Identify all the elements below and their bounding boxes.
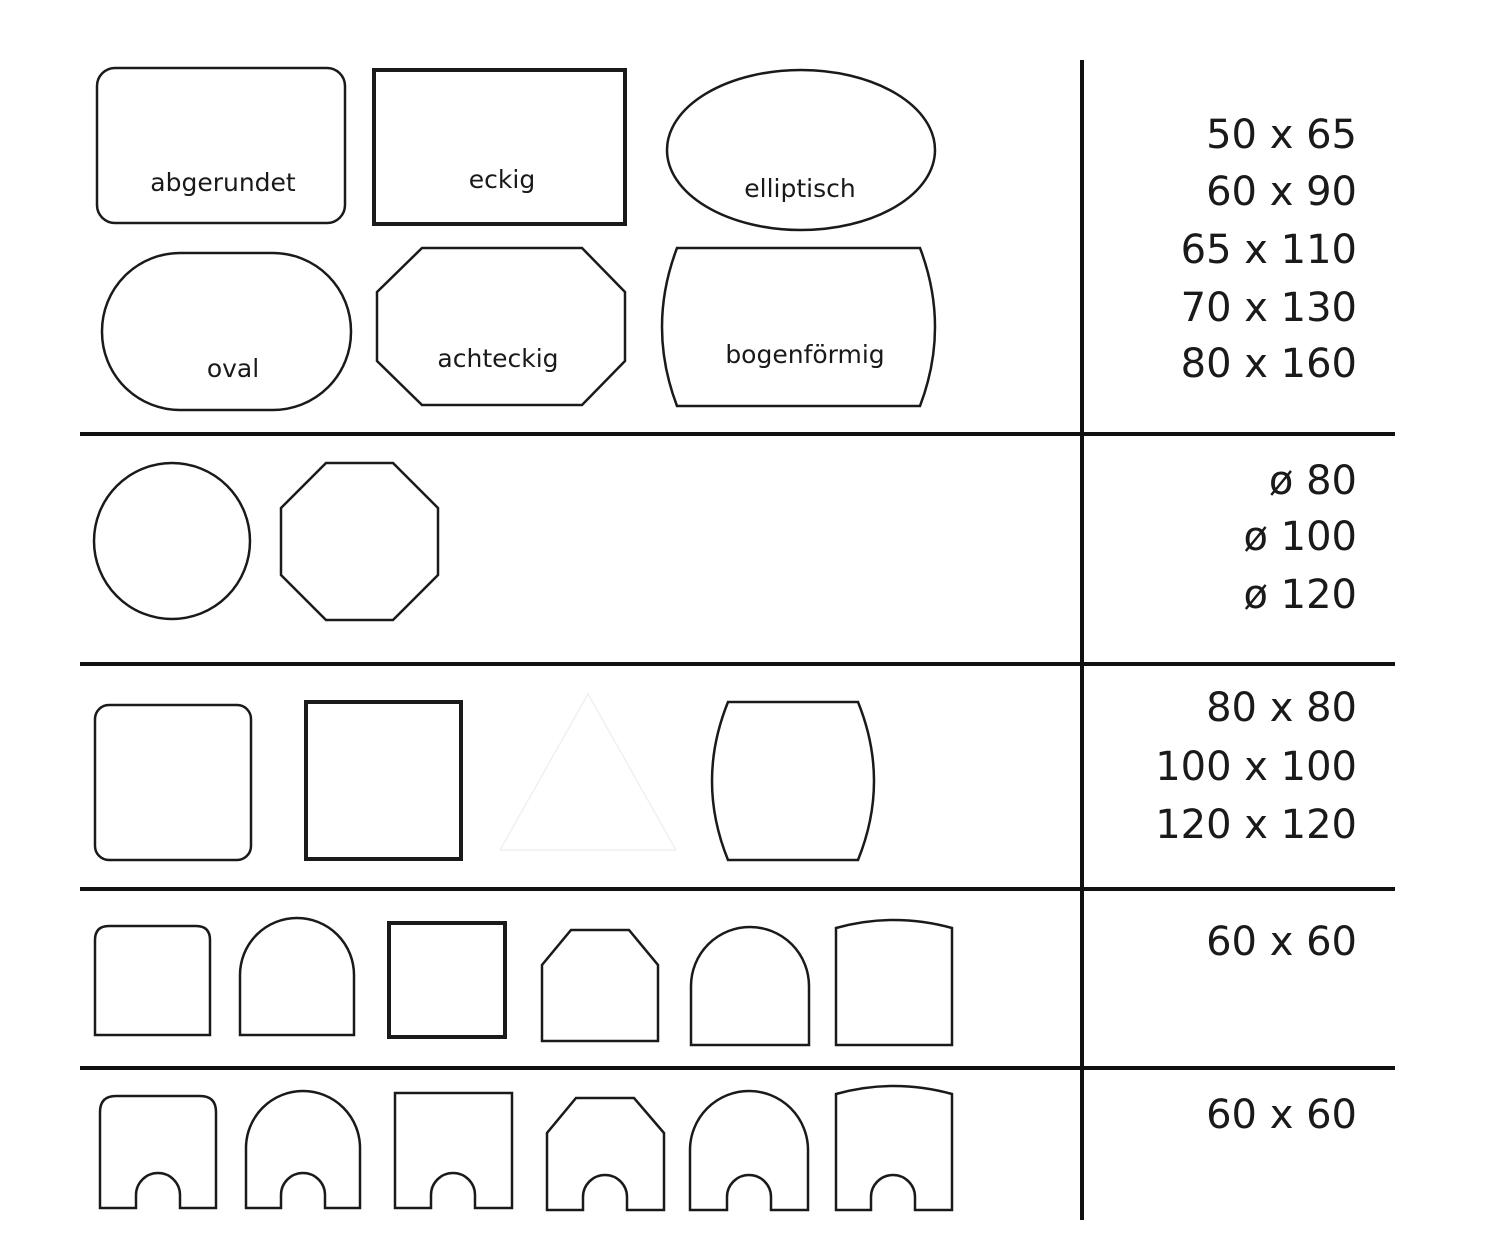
shape-label-abgerundet: abgerundet [150, 168, 296, 197]
shape-small-square [387, 921, 507, 1039]
shape-square-rounded [93, 703, 253, 862]
sizes-rect: 50 x 65 60 x 90 65 x 110 70 x 130 80 x 1… [1181, 112, 1357, 387]
shape-square-triangle-faint [498, 692, 678, 851]
size-rect-4: 70 x 130 [1181, 285, 1357, 331]
shape-cutout-arch [244, 1089, 362, 1210]
shape-eckig: eckig [372, 68, 627, 226]
shape-cutout-arch-tall [688, 1089, 810, 1212]
shape-oval: oval [100, 251, 353, 412]
shape-label-eckig: eckig [469, 165, 535, 194]
shape-small-chamfer [540, 928, 660, 1043]
sizes-round: ø 80 ø 100 ø 120 [1243, 458, 1357, 618]
shape-label-elliptisch: elliptisch [744, 174, 855, 203]
shape-round-octagon [279, 461, 440, 622]
size-rect-2: 60 x 90 [1206, 169, 1357, 215]
size-rect-1: 50 x 65 [1206, 112, 1357, 158]
size-cutout: 60 x 60 [1206, 1092, 1357, 1138]
shape-cutout-chamfer [545, 1096, 666, 1212]
size-square-3: 120 x 120 [1155, 802, 1357, 848]
size-round-3: ø 120 [1243, 572, 1357, 618]
size-square-2: 100 x 100 [1155, 744, 1357, 790]
shape-small-arch [238, 916, 356, 1037]
size-rect-3: 65 x 110 [1181, 227, 1357, 273]
shape-small-rounded [93, 924, 212, 1037]
size-round-1: ø 80 [1269, 458, 1357, 504]
shape-label-bogenfoermig: bogenförmig [725, 340, 884, 369]
shape-label-oval: oval [207, 354, 259, 383]
size-round-2: ø 100 [1243, 514, 1357, 560]
sizes-square: 80 x 80 100 x 100 120 x 120 [1155, 685, 1357, 848]
shape-elliptisch: elliptisch [665, 68, 937, 232]
shape-cutout-rounded [98, 1094, 218, 1210]
shape-cutout-square [393, 1091, 514, 1210]
size-square-1: 80 x 80 [1206, 685, 1357, 731]
shape-small-bogen [834, 918, 954, 1047]
shape-bogenfoermig: bogenförmig [660, 246, 937, 408]
shape-round [92, 461, 252, 621]
shape-abgerundet: abgerundet [95, 66, 347, 225]
shape-label-achteckig: achteckig [437, 344, 558, 373]
shape-square [304, 700, 463, 861]
shape-achteckig: achteckig [375, 246, 627, 407]
shape-cutout-bogen [834, 1084, 954, 1212]
size-rect-5: 80 x 160 [1181, 341, 1357, 387]
size-small: 60 x 60 [1206, 919, 1357, 965]
shape-small-arch-tall [689, 925, 811, 1047]
shape-square-bogenfoermig [710, 700, 876, 862]
